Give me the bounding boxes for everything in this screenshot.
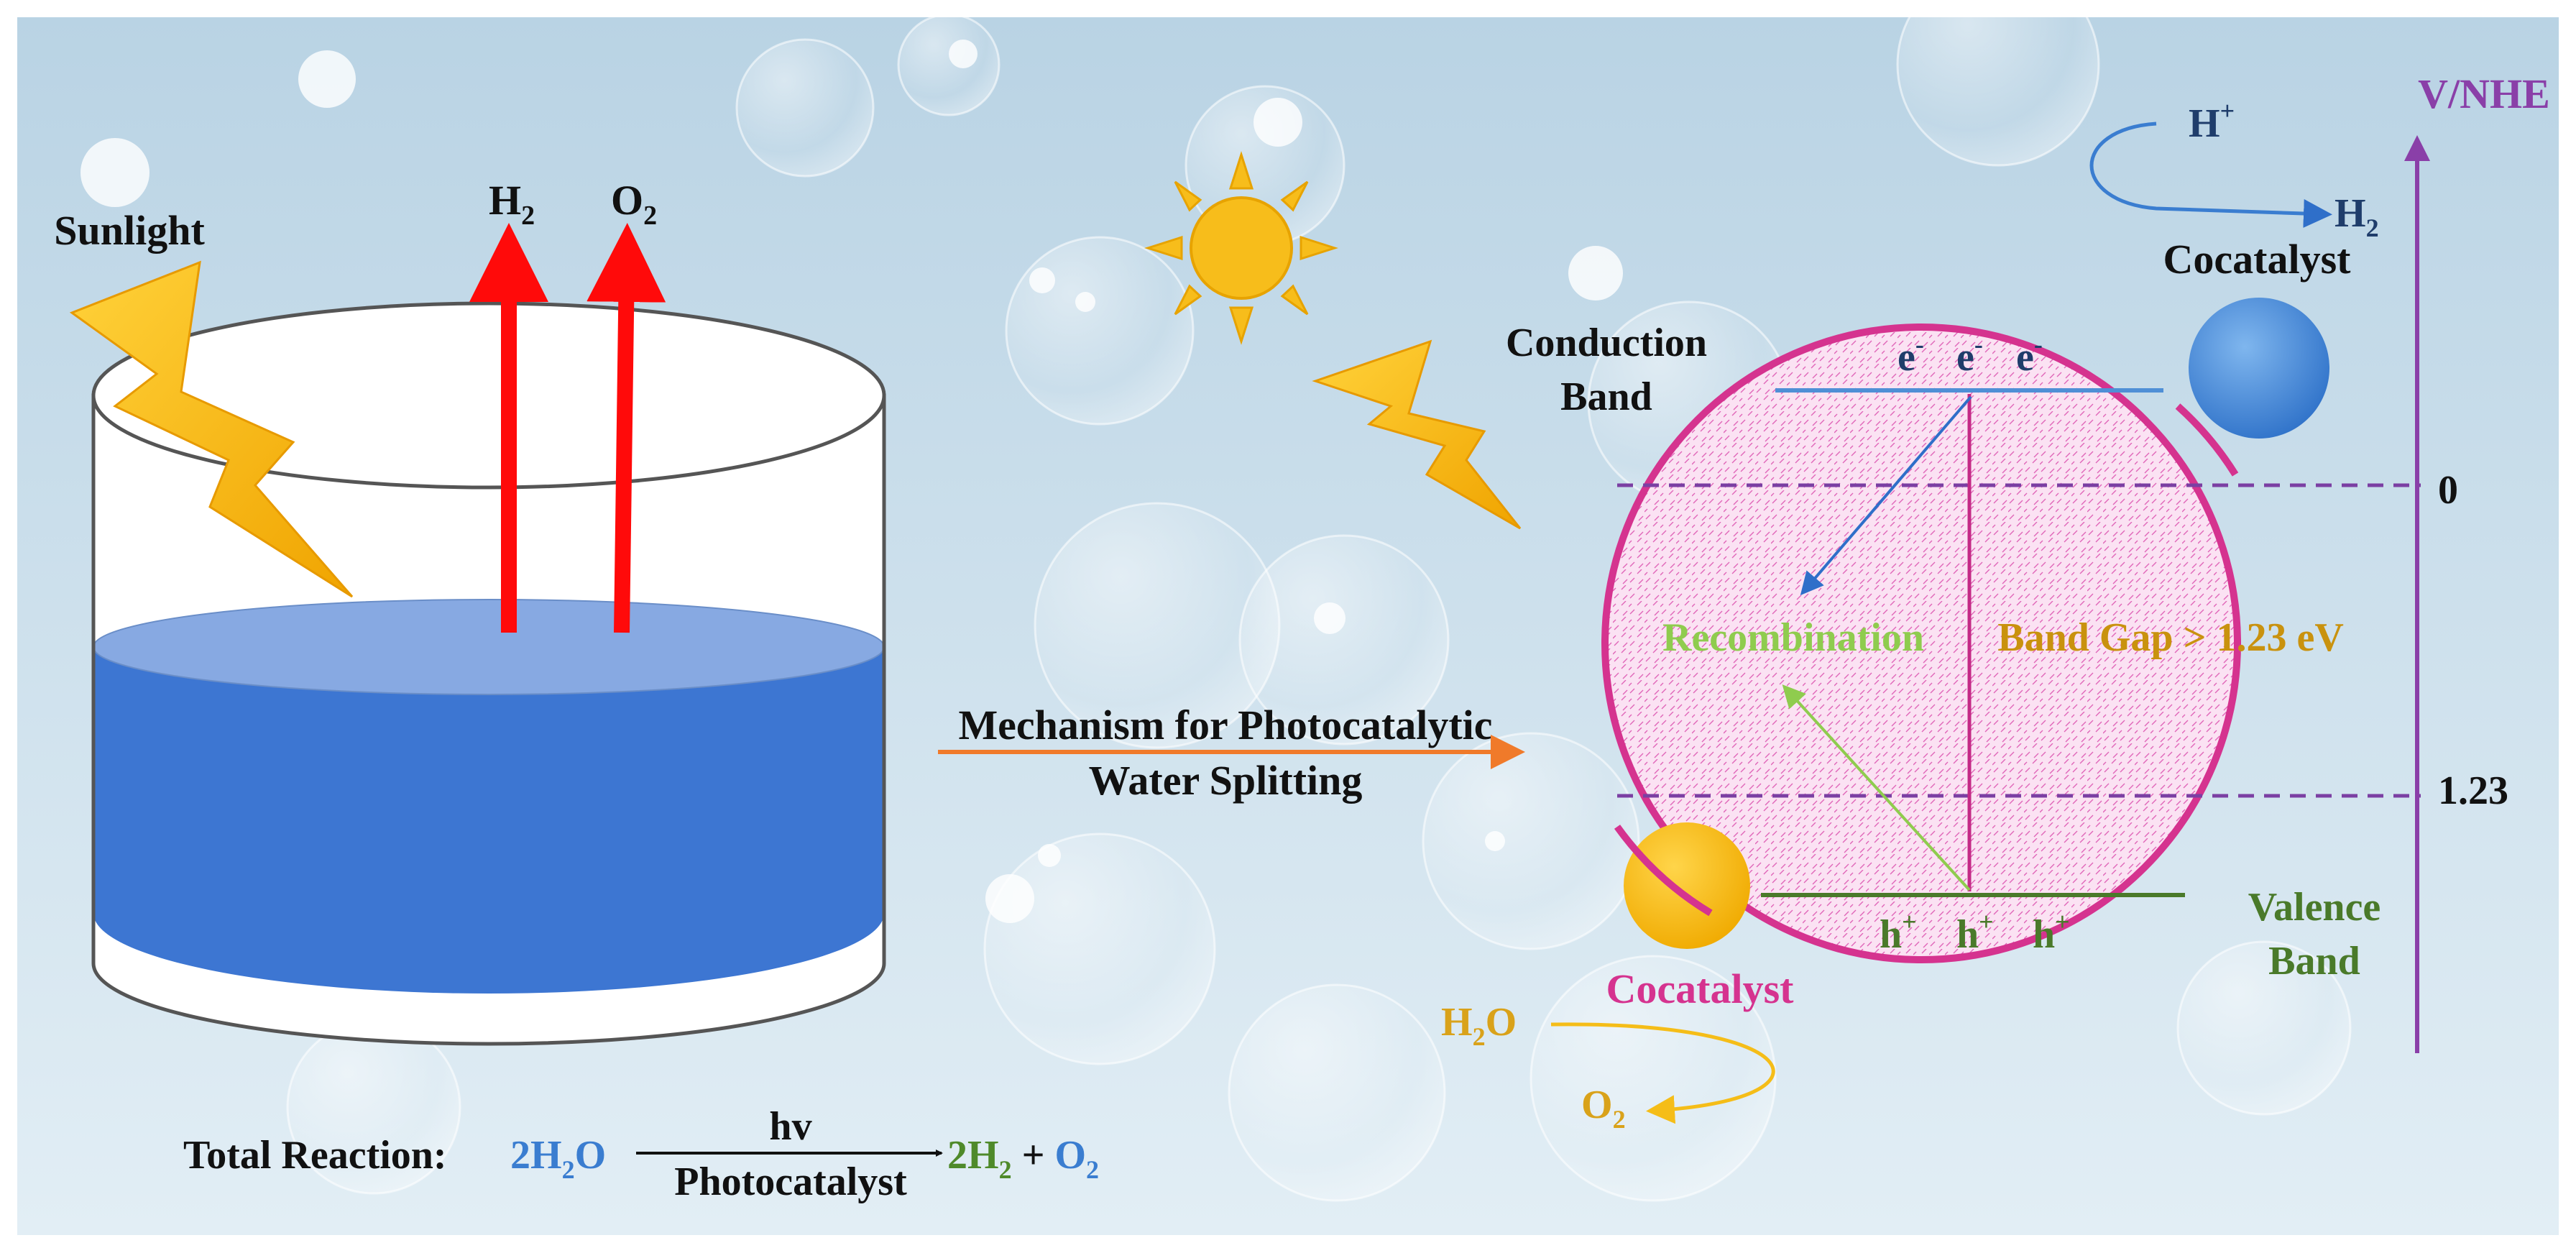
hole-3: h+ xyxy=(2033,907,2070,957)
recombination-arrow-electron xyxy=(1800,395,1972,596)
recombination-label: Recombination xyxy=(1662,615,1924,660)
h-plus-label: H+ xyxy=(2189,96,2235,146)
cocatalyst-bottom-label: Cocatalyst xyxy=(1606,965,1795,1012)
water-body xyxy=(93,647,884,994)
bubble-highlights xyxy=(80,40,1623,923)
electron-1: e- xyxy=(1898,330,1924,380)
conduction-band-label-line2: Band xyxy=(1560,375,1652,419)
lightning-bolt-icon xyxy=(1312,339,1522,530)
cocatalyst-blue xyxy=(2189,298,2329,439)
h2-product-label: H2 xyxy=(2334,191,2379,242)
reaction-energy-label: hv xyxy=(769,1104,811,1149)
background-bubbles xyxy=(286,0,2352,1202)
hole-1: h+ xyxy=(1880,907,1917,957)
conduction-band-label-line1: Conduction xyxy=(1506,321,1707,365)
h2-label: H2 xyxy=(489,177,535,231)
sun-icon xyxy=(1144,151,1338,345)
mechanism-title-line2: Water Splitting xyxy=(1089,757,1363,804)
band-gap-label: Band Gap > 1.23 eV xyxy=(1997,615,2344,660)
cocatalyst-top-label: Cocatalyst xyxy=(2163,236,2352,283)
o2-product-label: O2 xyxy=(1581,1083,1626,1134)
electron-3: e- xyxy=(2016,330,2043,380)
axis-tick-0: 0 xyxy=(2438,468,2458,513)
reaction-products: 2H2 + O2 xyxy=(947,1133,1099,1184)
electron-2: e- xyxy=(1956,330,1983,380)
reaction-reactant: 2H2O xyxy=(510,1133,606,1184)
photocatalyst-particle xyxy=(1601,324,2241,963)
o2-label: O2 xyxy=(611,177,657,231)
mechanism-title-line1: Mechanism for Photocatalytic xyxy=(958,702,1492,748)
total-reaction-equation: Total Reaction: 2H2O hv Photocatalyst 2H… xyxy=(183,1104,1099,1204)
axis-tick-1-23: 1.23 xyxy=(2438,768,2508,813)
hole-2: h+ xyxy=(1956,907,1994,957)
sunlight-label: Sunlight xyxy=(54,207,205,254)
recombination-arrow-hole xyxy=(1782,684,1971,891)
water-surface xyxy=(93,599,885,695)
water-oxidation-arrow xyxy=(1550,1022,1775,1124)
reaction-catalyst-label: Photocatalyst xyxy=(674,1160,907,1204)
lightning-bolt-icon xyxy=(69,260,354,598)
axis-title: V/NHE xyxy=(2418,70,2550,117)
h2o-label: H2O xyxy=(1441,1000,1517,1051)
cocatalyst-gold xyxy=(1624,822,1750,949)
valence-band-label-line1: Valence xyxy=(2248,885,2381,930)
valence-band-label-line2: Band xyxy=(2268,939,2360,983)
o2-arrow xyxy=(586,223,666,633)
reaction-prefix: Total Reaction: xyxy=(183,1133,447,1178)
h-plus-reduction-arrow xyxy=(2089,121,2332,228)
